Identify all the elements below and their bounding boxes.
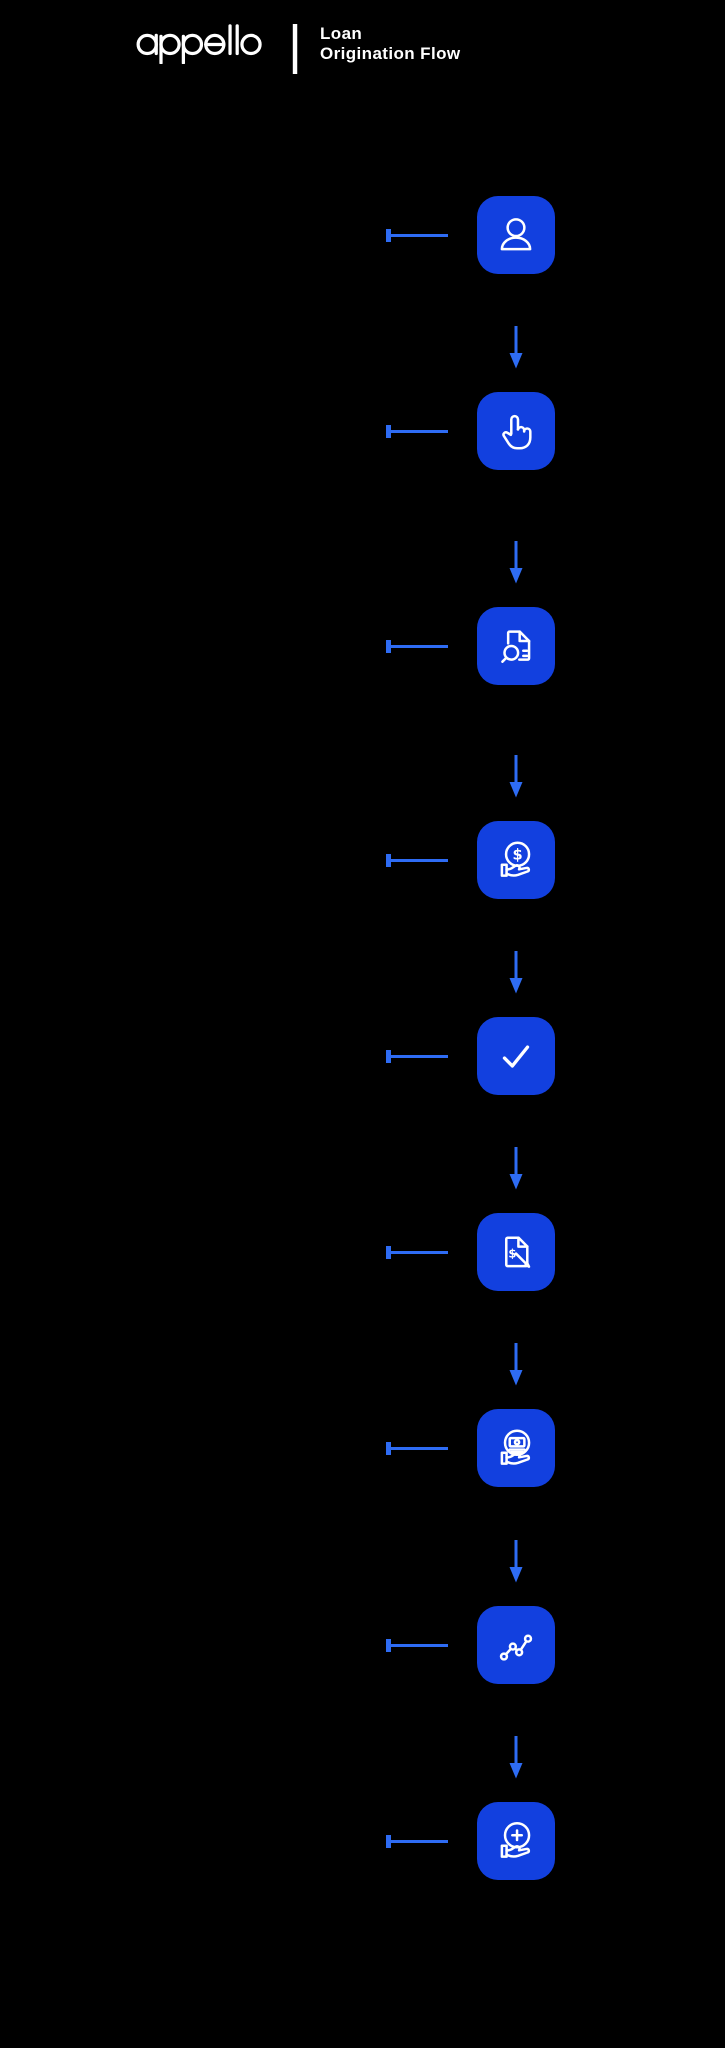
arrow-down-icon: [509, 1342, 523, 1386]
connector-hline: [390, 233, 448, 237]
flow-step-1: [0, 196, 725, 274]
arrow-down-icon: [509, 950, 523, 994]
document-search-icon: [477, 607, 555, 685]
arrow-down-icon: [509, 754, 523, 798]
connector-hline: [390, 644, 448, 648]
connector-hline: [390, 1054, 448, 1058]
page-title-line2: Origination Flow: [320, 43, 461, 63]
flow-step-4: $: [0, 755, 725, 899]
hand-plus-circle-icon: [477, 1802, 555, 1880]
connector-line: [386, 1441, 448, 1455]
flow-step-2: [0, 326, 725, 470]
arrow-down-icon: [509, 540, 523, 584]
appello-logo: appello: [133, 24, 269, 64]
connector-line: [386, 228, 448, 242]
connector-tick: [386, 1441, 391, 1455]
appello-logo-icon: [136, 24, 262, 64]
flow-step-8: [0, 1540, 725, 1684]
arrow-down-icon: [509, 325, 523, 369]
flow-step-3: [0, 541, 725, 685]
arrow-down-icon: [509, 1539, 523, 1583]
arrow-down-icon: [509, 1735, 523, 1779]
flow-step-9: [0, 1736, 725, 1880]
page-title-line1: Loan: [320, 24, 363, 43]
header: appello | Loan Origination Flow: [0, 0, 725, 90]
document-sign-pen-icon: $: [477, 1213, 555, 1291]
svg-text:$: $: [512, 846, 522, 863]
connector-tick: [386, 1245, 391, 1259]
connector-line: [386, 424, 448, 438]
connector-line: [386, 1245, 448, 1259]
hand-cash-icon: [477, 1409, 555, 1487]
connector-tick: [386, 1638, 391, 1652]
flow-step-5: [0, 951, 725, 1095]
flow-step-7: [0, 1343, 725, 1487]
connector-hline: [390, 1839, 448, 1843]
checkmark-icon: [477, 1017, 555, 1095]
flow-step-6: $: [0, 1147, 725, 1291]
connector-tick: [386, 853, 391, 867]
connector-line: [386, 639, 448, 653]
header-divider: |: [288, 15, 303, 75]
trend-line-chart-icon: [477, 1606, 555, 1684]
connector-line: [386, 1638, 448, 1652]
connector-line: [386, 853, 448, 867]
arrow-down-icon: [509, 1146, 523, 1190]
connector-tick: [386, 1049, 391, 1063]
svg-text:$: $: [508, 1247, 516, 1261]
hand-dollar-coin-icon: $: [477, 821, 555, 899]
connector-hline: [390, 1643, 448, 1647]
connector-line: [386, 1049, 448, 1063]
connector-hline: [390, 429, 448, 433]
connector-tick: [386, 228, 391, 242]
user-icon: [477, 196, 555, 274]
connector-hline: [390, 858, 448, 862]
page-title: Loan Origination Flow: [320, 24, 461, 63]
tap-hand-icon: [477, 392, 555, 470]
connector-tick: [386, 1834, 391, 1848]
connector-tick: [386, 424, 391, 438]
connector-hline: [390, 1446, 448, 1450]
connector-hline: [390, 1250, 448, 1254]
connector-line: [386, 1834, 448, 1848]
connector-tick: [386, 639, 391, 653]
